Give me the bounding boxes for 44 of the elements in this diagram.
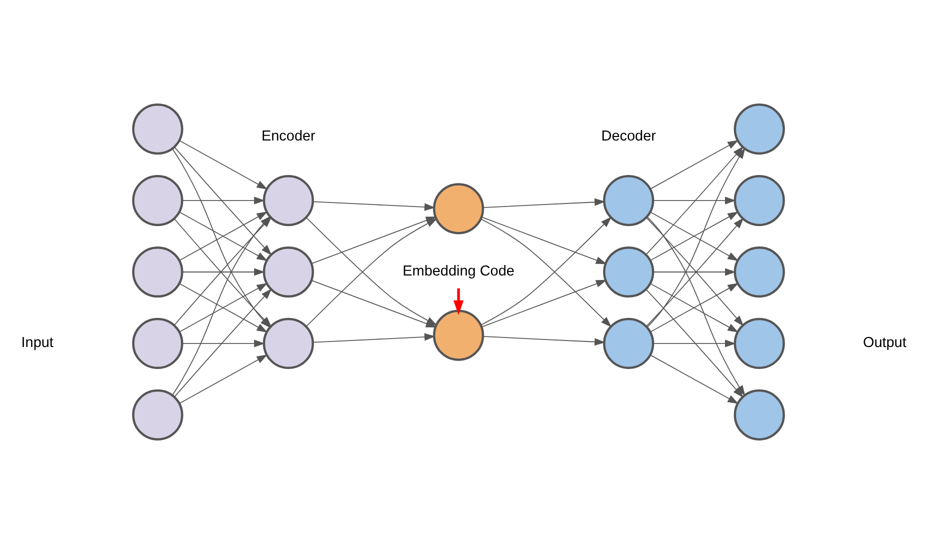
node-circle	[432, 310, 484, 361]
arrow	[481, 280, 607, 328]
arrow	[312, 333, 436, 343]
arrow	[650, 283, 739, 332]
node-circle	[734, 318, 785, 370]
node-circle	[734, 174, 785, 226]
arrow	[646, 148, 746, 328]
node-circle	[734, 389, 785, 440]
arrow	[652, 196, 736, 204]
node-text: Embedding Code	[402, 263, 514, 280]
arrow	[178, 212, 268, 261]
node-circle	[734, 104, 785, 155]
arrow	[650, 354, 739, 404]
label: Output	[862, 334, 906, 351]
arrow	[650, 140, 739, 190]
arrow	[182, 268, 265, 276]
arrow	[182, 340, 265, 348]
arrow	[650, 212, 739, 261]
node-circle	[132, 318, 184, 370]
arrow	[178, 354, 268, 404]
node-circle	[603, 174, 654, 226]
node-circle	[132, 246, 184, 298]
arrow	[453, 288, 464, 315]
arrow	[178, 283, 268, 332]
label: Encoder	[261, 128, 316, 145]
node-circle	[132, 104, 184, 155]
node-circle	[132, 174, 184, 226]
arrow	[482, 336, 606, 346]
arrow	[178, 140, 268, 190]
arrow	[646, 289, 744, 398]
arrow	[481, 216, 607, 264]
arrow	[312, 201, 436, 211]
node-circle	[603, 318, 654, 370]
label: Decoder	[601, 128, 656, 145]
node-circle	[132, 389, 184, 440]
arrow	[652, 268, 736, 276]
node-circle	[603, 246, 654, 298]
node-circle	[262, 246, 314, 298]
node-circle	[432, 183, 484, 234]
label: Input	[21, 334, 54, 351]
arrow	[652, 340, 736, 348]
arrow	[182, 196, 265, 204]
node-circle	[734, 246, 785, 298]
arrow	[482, 198, 606, 208]
